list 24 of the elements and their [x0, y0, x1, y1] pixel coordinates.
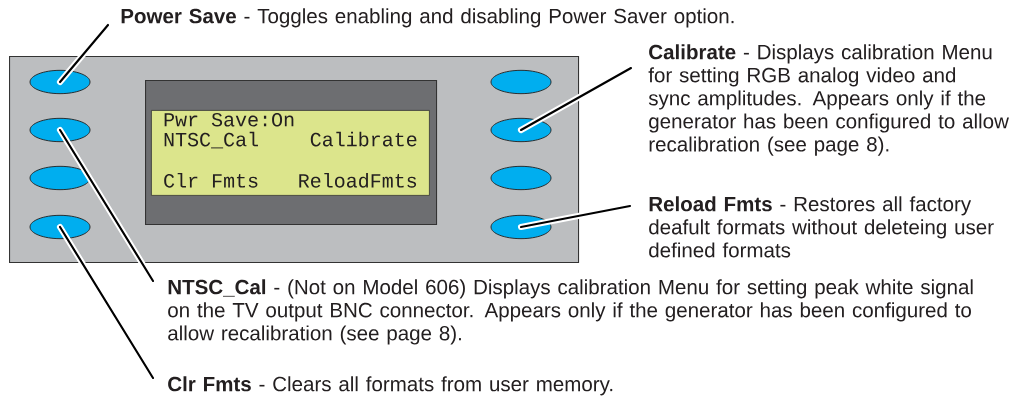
- lcd-screen: [151, 110, 430, 196]
- oval-button: [490, 165, 552, 191]
- oval-button: [29, 165, 91, 191]
- oval-button: [29, 117, 91, 143]
- display-text: ReloadFmts: [299, 172, 417, 188]
- leader-line: [56, 126, 157, 285]
- oval-button: [29, 69, 91, 95]
- callout-text: Reload Fmts - Restores all factory deafult formats without deleteing user defined formats: [649, 196, 994, 258]
- display-text: Calibrate: [310, 131, 417, 147]
- leader-line: [517, 64, 635, 134]
- leader-line: [517, 202, 634, 231]
- oval-button: [490, 214, 552, 240]
- callout-text: Power Save - Toggles enabling and disabling Power Saver option.: [121, 8, 734, 28]
- display-text: Pwr Save:On: [164, 112, 294, 127]
- leader-line: [56, 21, 112, 86]
- display-text: Clr Fmts: [164, 172, 258, 188]
- callout-text: NTSC_Cal - (Not on Model 606) Displays calibration Menu for setting peak white signal on the TV output BNC connector. Appears only if the generator has been configured to allow recalibration (see page 8).: [168, 279, 973, 345]
- leader-line: [56, 223, 157, 382]
- oval-button: [490, 117, 552, 143]
- display-text: NTSC_Cal: [164, 131, 258, 149]
- callout-text: Clr Fmts - Clears all formats from user memory.: [168, 376, 613, 396]
- oval-button: [490, 69, 552, 95]
- oval-button: [29, 214, 91, 240]
- callout-text: Calibrate - Displays calibration Menu for setting RGB analog video and sync amplitudes. Appears only if the generator has been configured to allow recalibration (see page 8).: [648, 44, 1009, 156]
